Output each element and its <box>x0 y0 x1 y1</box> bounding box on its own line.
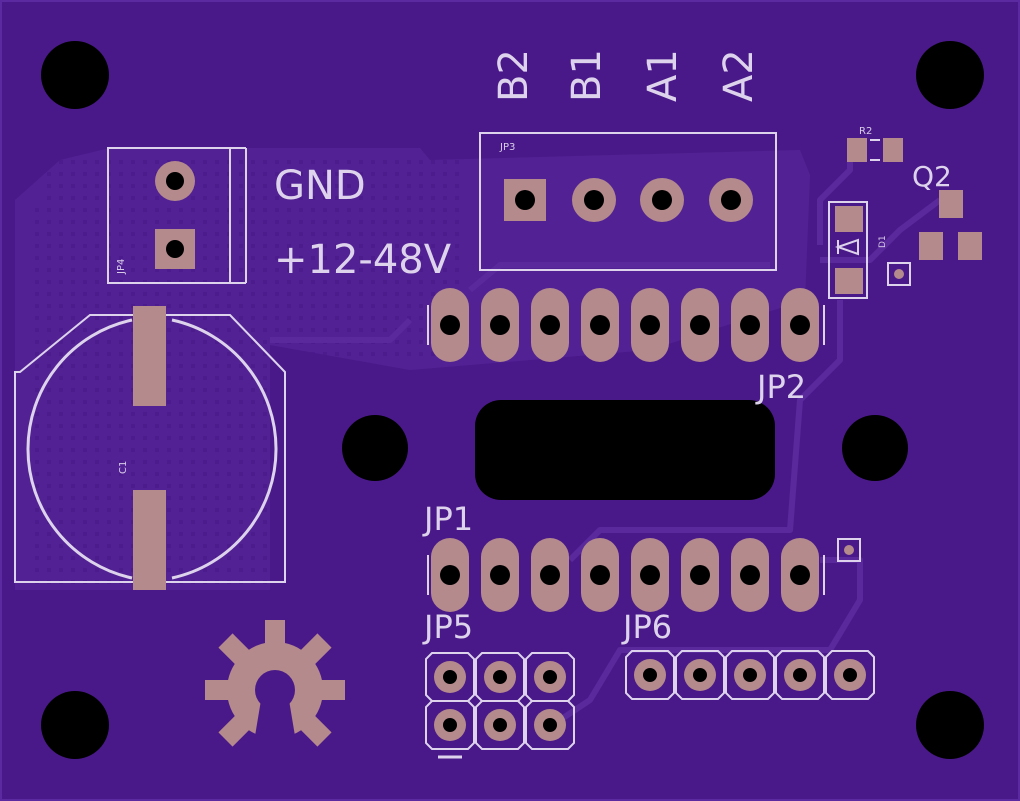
r2-label: R2 <box>859 126 872 137</box>
jp4-terminal-block: JP4 <box>107 147 247 284</box>
ground-pour <box>15 148 810 590</box>
q2-label: Q2 <box>912 160 952 193</box>
motor-pin-label-b2: B2 <box>491 49 537 102</box>
motor-pin-label-a2: A2 <box>716 49 762 102</box>
jp2-header <box>427 288 825 362</box>
jp6-label: JP6 <box>621 608 672 646</box>
d1-diode: D1 <box>828 201 911 299</box>
jp1-header <box>427 538 825 612</box>
mounting-hole-bottom-right <box>916 691 984 759</box>
mounting-holes <box>41 41 984 759</box>
mounting-hole-top-right <box>916 41 984 109</box>
jp2-label: JP2 <box>755 368 806 406</box>
jp3-motor-header: JP3 B2 B1 A1 A2 <box>479 49 777 271</box>
jp3-label: JP3 <box>499 142 515 153</box>
jp6-header <box>625 650 875 700</box>
c1-pad-1 <box>133 306 166 406</box>
open-hardware-gear-icon <box>205 620 345 760</box>
motor-pin-label-a1: A1 <box>640 49 686 102</box>
center-slot <box>475 400 775 500</box>
q2-transistor: Q2 <box>912 160 982 260</box>
jp1-label: JP1 <box>422 500 473 538</box>
c1-label: C1 <box>118 461 129 474</box>
mounting-hole-mid-right <box>842 415 908 481</box>
mounting-hole-top-left <box>41 41 109 109</box>
jp4-label: JP4 <box>116 259 127 275</box>
c1-pad-2 <box>133 490 166 590</box>
r2-resistor: R2 <box>847 126 903 162</box>
mounting-hole-bottom-left <box>41 691 109 759</box>
mounting-hole-mid-left <box>342 415 408 481</box>
gnd-label: GND <box>274 163 366 209</box>
c1-capacitor: C1 <box>14 306 286 590</box>
motor-pin-label-b1: B1 <box>564 49 610 102</box>
jp5-header <box>425 652 575 759</box>
jp5-label: JP5 <box>422 608 473 646</box>
d1-label: D1 <box>878 235 888 248</box>
power-label: +12-48V <box>274 237 452 283</box>
